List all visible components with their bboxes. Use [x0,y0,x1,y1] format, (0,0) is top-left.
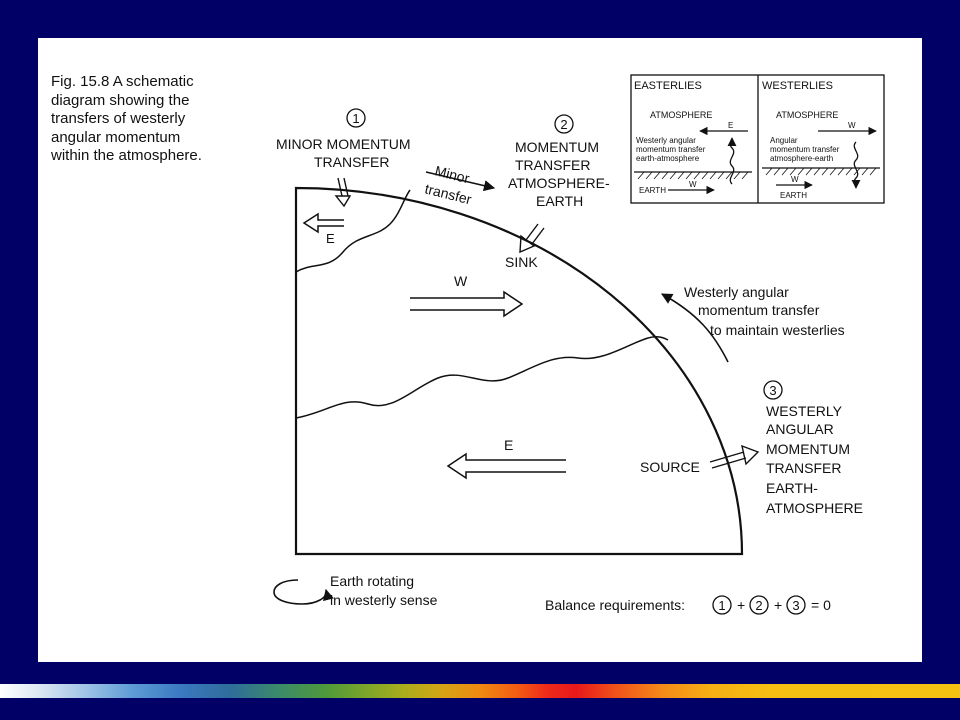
momentum-transfer-label: MOMENTUM [515,139,599,155]
upper-wind-boundary [295,189,411,273]
svg-text:1: 1 [352,111,359,126]
svg-text:+: + [737,597,745,613]
svg-text:+: + [774,597,782,613]
easterly-label-upper: E [326,231,335,246]
caption-line: diagram showing the [51,91,190,109]
inset-easterlies-desc: earth-atmosphere [636,154,700,163]
diagram-panel: 1 2 3 MINOR MOMENTUM TRANSFER Minor tran… [38,38,922,662]
svg-text:W: W [848,121,856,130]
marker-3: 3 [763,380,783,400]
westerly-maintain-label: Westerly angular [684,284,789,300]
svg-text:1: 1 [718,598,725,613]
earth-rotating-label: in westerly sense [330,592,438,608]
gradient-footer-bar [0,684,960,698]
easterly-arrow-upper [302,212,344,234]
momentum-diagram: 1 2 3 MINOR MOMENTUM TRANSFER Minor tran… [273,74,885,615]
balance-equation: Balance requirements: 1 + 2 + 3 = 0 [545,595,831,615]
sink-arrow [519,223,545,254]
westerly-maintain-label: to maintain westerlies [710,322,845,338]
source-label: SOURCE [640,459,700,475]
caption-line: within the atmosphere. [51,147,202,164]
caption-line: transfers of westerly [51,110,186,127]
inset-box: EASTERLIES ATMOSPHERE E Westerly angular… [630,74,885,204]
minor-momentum-label: TRANSFER [314,154,389,170]
earth-quadrant-outline [294,186,744,556]
caption-line: Fig. 15.8 A schematic [51,73,194,90]
source-transfer-label: ATMOSPHERE [766,500,863,516]
momentum-transfer-label: ATMOSPHERE- [508,175,610,191]
svg-text:E: E [728,121,733,130]
inset-westerlies-desc: Angular [770,136,798,145]
momentum-transfer-label: EARTH [536,193,583,209]
source-transfer-label: MOMENTUM [766,441,850,457]
svg-text:2: 2 [755,598,762,613]
westerly-maintain-label: momentum transfer [698,302,820,318]
westerly-label-middle: W [454,273,468,289]
easterly-label-lower: E [504,437,513,453]
sink-label: SINK [505,254,538,270]
svg-text:= 0: = 0 [811,597,831,613]
source-transfer-label: EARTH- [766,480,818,496]
earth-rotating-label: Earth rotating [330,573,414,589]
source-arrow [709,444,760,469]
source-transfer-label: TRANSFER [766,460,841,476]
figure-caption: Fig. 15.8 A schematic diagram showing th… [51,73,251,166]
momentum-transfer-label: TRANSFER [515,157,590,173]
inset-westerlies-earth: EARTH [780,191,807,200]
marker-2: 2 [554,114,574,134]
minor-transfer-arrow [425,171,496,192]
svg-text:3: 3 [769,383,776,398]
minor-momentum-label: MINOR MOMENTUM [276,136,411,152]
source-transfer-label: WESTERLY [766,403,843,419]
inset-easterlies-earth: EARTH [639,186,666,195]
middle-wind-boundary [295,336,669,419]
westerly-maintain-arrow [661,293,729,363]
inset-westerlies-desc: momentum transfer [770,145,840,154]
inset-westerlies-desc: atmosphere-earth [770,154,833,163]
inset-westerlies-atmosphere: ATMOSPHERE [776,110,838,120]
caption-line: angular momentum [51,128,181,146]
minor-transfer-down-arrow [334,177,352,208]
marker-1: 1 [346,108,366,128]
inset-westerlies-title: WESTERLIES [762,80,833,92]
inset-easterlies-desc: Westerly angular [636,136,696,145]
inset-easterlies-desc: momentum transfer [636,145,706,154]
svg-text:W: W [689,180,697,189]
svg-text:W: W [791,175,799,184]
svg-text:3: 3 [792,598,799,613]
source-transfer-label: ANGULAR [766,421,834,437]
svg-text:2: 2 [560,117,567,132]
earth-rotation-icon [273,579,334,605]
westerly-arrow [410,290,524,318]
easterly-arrow-lower [446,452,566,480]
inset-easterlies-title: EASTERLIES [634,80,702,92]
svg-text:Balance requirements:: Balance requirements: [545,597,685,613]
inset-easterlies-atmosphere: ATMOSPHERE [650,110,712,120]
